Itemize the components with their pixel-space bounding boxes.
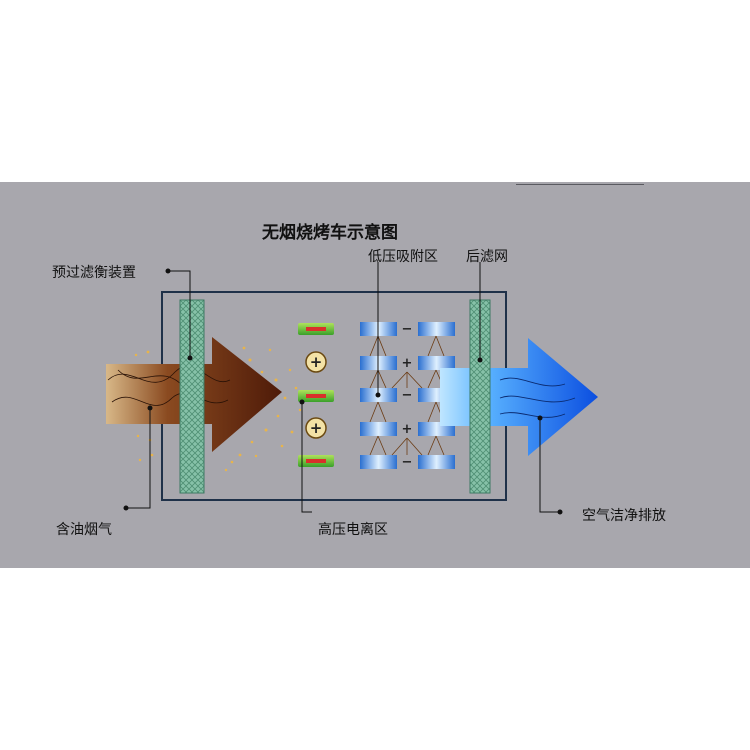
minus-symbol: − [402, 322, 413, 337]
top-divider-line [516, 184, 644, 185]
diagram-title: 无烟烧烤车示意图 [262, 223, 398, 243]
smoke-swirls [107, 365, 231, 406]
label-post-filter: 后滤网 [466, 249, 508, 265]
label-high-voltage-zone: 高压电离区 [318, 522, 388, 538]
adsorption-plates [360, 322, 455, 469]
label-low-voltage-zone: 低压吸附区 [368, 249, 438, 265]
plate-polarity: − + − + − [402, 322, 413, 470]
minus-symbol: − [402, 388, 413, 403]
leader-lines [126, 262, 560, 513]
ionization-bars [298, 323, 334, 467]
leader-dots [123, 268, 563, 515]
label-clean-air: 空气洁净排放 [582, 508, 666, 524]
plus-symbol: + [310, 353, 323, 371]
label-oily-smoke: 含油烟气 [56, 522, 112, 538]
plus-symbol: + [402, 356, 413, 371]
adsorption-field-lines [369, 335, 445, 456]
positive-electrodes: + + [305, 351, 327, 439]
minus-symbol: − [402, 455, 413, 470]
clean-air-swirls [499, 377, 576, 418]
plus-symbol: + [310, 419, 323, 437]
plus-symbol: + [402, 422, 413, 437]
label-pre-filter: 预过滤衡装置 [52, 265, 136, 281]
pre-filter-mesh [179, 299, 205, 494]
